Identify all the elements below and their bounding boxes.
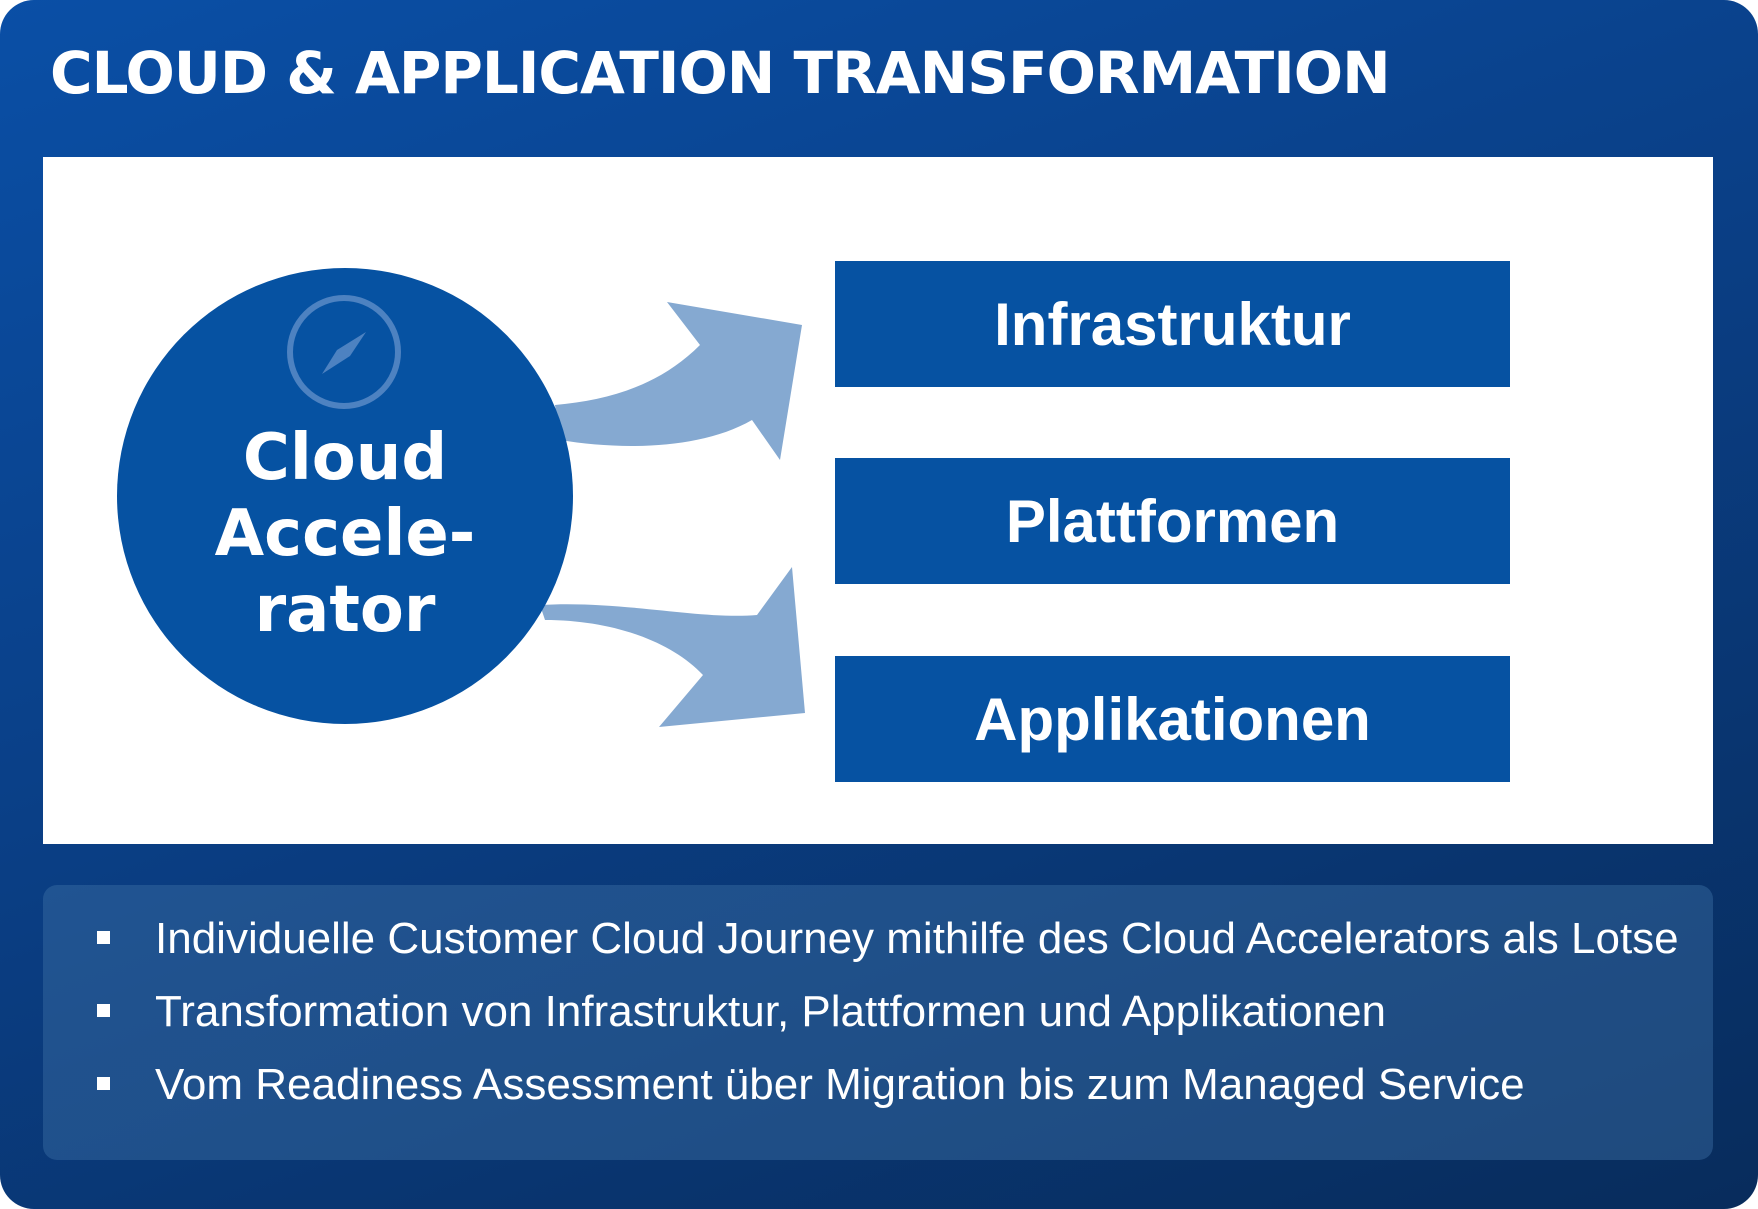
bullet-marker <box>97 1077 110 1090</box>
list-item: Individuelle Customer Cloud Journey mith… <box>43 909 1713 969</box>
list-item: Transformation von Infrastruktur, Plattf… <box>43 982 1713 1042</box>
target-infrastruktur: Infrastruktur <box>835 261 1510 387</box>
hub-circle <box>117 268 573 724</box>
page-title: CLOUD & APPLICATION TRANSFORMATION <box>50 39 1391 107</box>
arrow-lower <box>540 567 805 727</box>
hub-label: Cloud Accele- rator <box>115 420 575 648</box>
bullet-text: Transformation von Infrastruktur, Plattf… <box>155 987 1387 1036</box>
arrow-upper <box>555 302 802 460</box>
bullet-marker <box>97 1004 110 1017</box>
bullet-text: Vom Readiness Assessment über Migration … <box>155 1060 1525 1109</box>
hub-label-line: Cloud <box>242 421 448 495</box>
bullet-marker <box>97 931 110 944</box>
target-plattformen: Plattformen <box>835 458 1510 584</box>
bullet-text: Individuelle Customer Cloud Journey mith… <box>155 914 1679 963</box>
hub-label-line: Accele- <box>214 497 476 571</box>
bullet-list: Individuelle Customer Cloud Journey mith… <box>43 885 1713 1160</box>
target-applikationen: Applikationen <box>835 656 1510 782</box>
compass-icon <box>287 295 401 409</box>
list-item: Vom Readiness Assessment über Migration … <box>43 1055 1713 1115</box>
hub-label-line: rator <box>254 573 436 647</box>
